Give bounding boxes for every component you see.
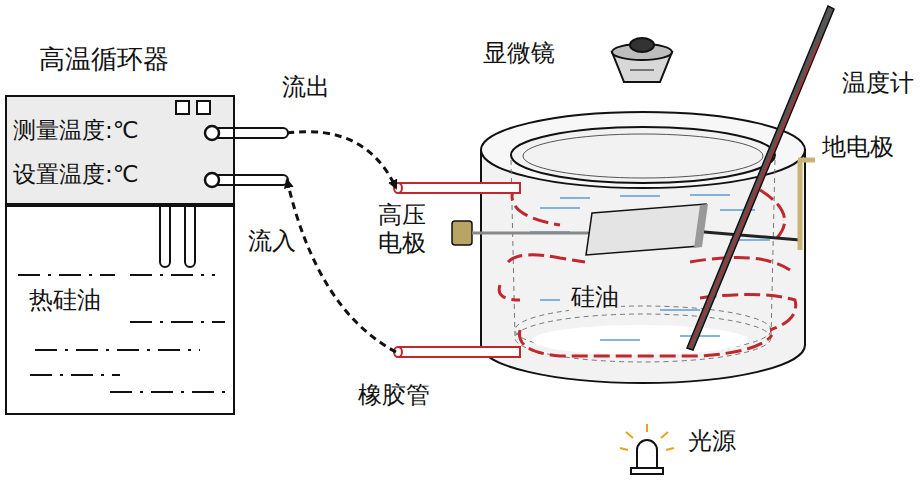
circulator-panel: 高温循环器测量温度:℃设置温度:℃ [5, 95, 235, 205]
oil-surface-lines [660, 309, 700, 311]
node-text: 设置温度:℃ [13, 161, 139, 187]
oil-surface-lines [540, 299, 560, 301]
part-label: 橡胶管 [358, 382, 430, 410]
high-voltage-electrode [472, 232, 588, 235]
slide-holder [704, 232, 800, 240]
part-label: 显微镜 [483, 40, 555, 68]
flow-arrow [287, 132, 396, 188]
light-source [620, 424, 674, 474]
vessel [523, 134, 763, 178]
microscope [630, 69, 654, 71]
circulator-body [5, 95, 235, 205]
ground-electrode [798, 160, 803, 250]
circulator-ports [205, 126, 288, 187]
rubber-tube [394, 183, 402, 193]
vessel-chamber: 硅油 [505, 180, 785, 350]
rubber-tube [398, 183, 520, 193]
circulator-body [5, 95, 235, 205]
vessel [511, 127, 775, 183]
high-voltage-electrode [452, 221, 472, 245]
light-source [661, 432, 668, 438]
vessel [481, 112, 805, 188]
oil-dash-lines [18, 274, 115, 276]
glass-slide [694, 204, 708, 248]
light-source [620, 448, 628, 450]
microscope [612, 38, 672, 82]
heating-coil [508, 255, 585, 262]
microscope [630, 38, 654, 52]
oil-dash-lines [30, 374, 120, 376]
ground-electrode [798, 160, 815, 250]
glass-slide [586, 204, 708, 255]
part-label: 高压 电极 [378, 202, 431, 257]
light-source [631, 468, 663, 474]
oil-surface-lines [540, 207, 580, 209]
oil-dash-lines [130, 274, 215, 276]
oil-surface-lines [620, 195, 660, 197]
thermometer [687, 6, 834, 350]
part-label: 光源 [688, 428, 736, 456]
thermometer [690, 40, 820, 347]
glass-slide [586, 204, 706, 255]
oil-surface-lines [690, 194, 730, 196]
heating-coil [520, 330, 773, 356]
heating-coil [690, 258, 790, 271]
oil-dash-lines [18, 275, 225, 392]
vessel [481, 112, 805, 383]
part-label: 温度计 [842, 70, 914, 98]
oil-dash-lines [110, 391, 225, 393]
light-source [646, 424, 648, 432]
heating-coil [760, 190, 785, 240]
circulator-ports [212, 175, 288, 185]
ground-electrode [798, 158, 815, 163]
tank-pipes [185, 207, 195, 267]
part-label: 地电极 [822, 134, 894, 162]
flow-label: 流入 [246, 228, 298, 256]
tank-pipes [160, 207, 195, 267]
node-text: 硅油 [569, 284, 621, 312]
vessel [532, 325, 748, 355]
thermometer [687, 6, 834, 350]
vessel [771, 160, 775, 338]
oil-surface-lines [530, 195, 770, 340]
node-text: 测量温度:℃ [13, 117, 139, 143]
light-source [626, 432, 633, 438]
oil-surface-lines [600, 339, 640, 341]
circulator-ports [205, 173, 219, 187]
device-title: 高温循环器 [39, 45, 169, 75]
vessel [515, 314, 771, 362]
light-source [666, 448, 674, 450]
light-source [637, 440, 657, 470]
flow-label: 流出 [280, 74, 332, 102]
slide-holder [704, 232, 800, 240]
light-source [620, 424, 674, 450]
node-text: 热硅油 [29, 287, 101, 315]
oil-dash-lines [35, 349, 200, 351]
oil-dash-lines [130, 321, 225, 323]
circulator-body [176, 101, 189, 114]
vessel [511, 160, 775, 362]
circulator-body [197, 101, 210, 114]
circulator-ports [212, 128, 288, 138]
circulator-ports [205, 126, 219, 140]
rubber-tube [398, 347, 520, 357]
heating-coil [499, 285, 520, 300]
oil-surface-lines [560, 197, 590, 199]
vessel [515, 306, 771, 354]
oil-tank: 热硅油 [5, 205, 235, 415]
tank-pipes [160, 207, 170, 267]
oil-surface-lines [680, 335, 720, 337]
